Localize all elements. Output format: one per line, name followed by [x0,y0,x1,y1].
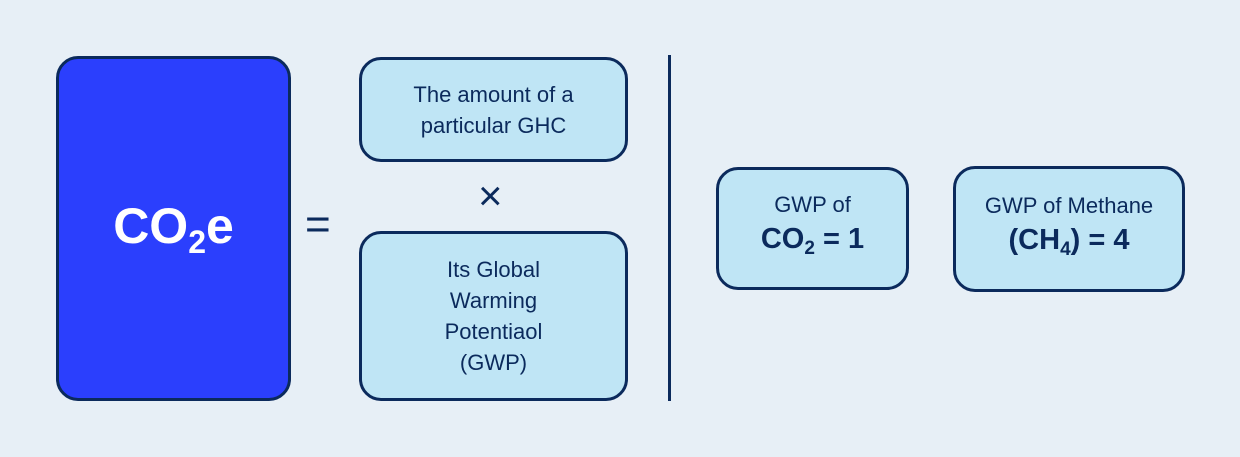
co2e-box: CO2e [56,56,291,401]
gwp-co2-label: GWP of [774,192,851,217]
amount-line-2: particular GHC [420,112,567,138]
co2e-subscript: 2 [188,223,206,260]
gwp-co2-box: GWP of CO2 = 1 [716,167,909,290]
co2-value: = 1 [814,223,865,255]
ch4-subscript: 4 [1060,238,1071,260]
gwp-line-3: Potentiaol [444,319,543,344]
gwp-line-1: Its Global [447,257,540,282]
gwp-line-2: Warming [449,288,538,313]
gwp-box: Its Global Warming Potentiaol (GWP) [359,231,628,401]
equals-sign: = [305,200,331,249]
ch4-base: (CH [1008,223,1061,256]
amount-line-1: The amount of a [413,81,574,107]
multiply-sign: × [478,172,503,219]
amount-of-ghg-box: The amount of a particular GHC [359,57,628,162]
gwp-co2-value: CO2 = 1 [761,220,864,268]
co2-base: CO [760,223,805,255]
co2e-label: CO2e [113,197,234,261]
gwp-line-4: (GWP) [459,350,528,375]
co2e-base: CO [113,197,189,254]
gwp-methane-label: GWP of Methane [984,192,1154,218]
co2-subscript: 2 [804,238,815,259]
divider [668,55,671,401]
ch4-value: ) = 4 [1070,223,1130,256]
co2e-suffix: e [205,197,234,254]
gwp-methane-value: (CH4) = 4 [1009,221,1130,269]
gwp-methane-box: GWP of Methane (CH4) = 4 [953,166,1185,292]
